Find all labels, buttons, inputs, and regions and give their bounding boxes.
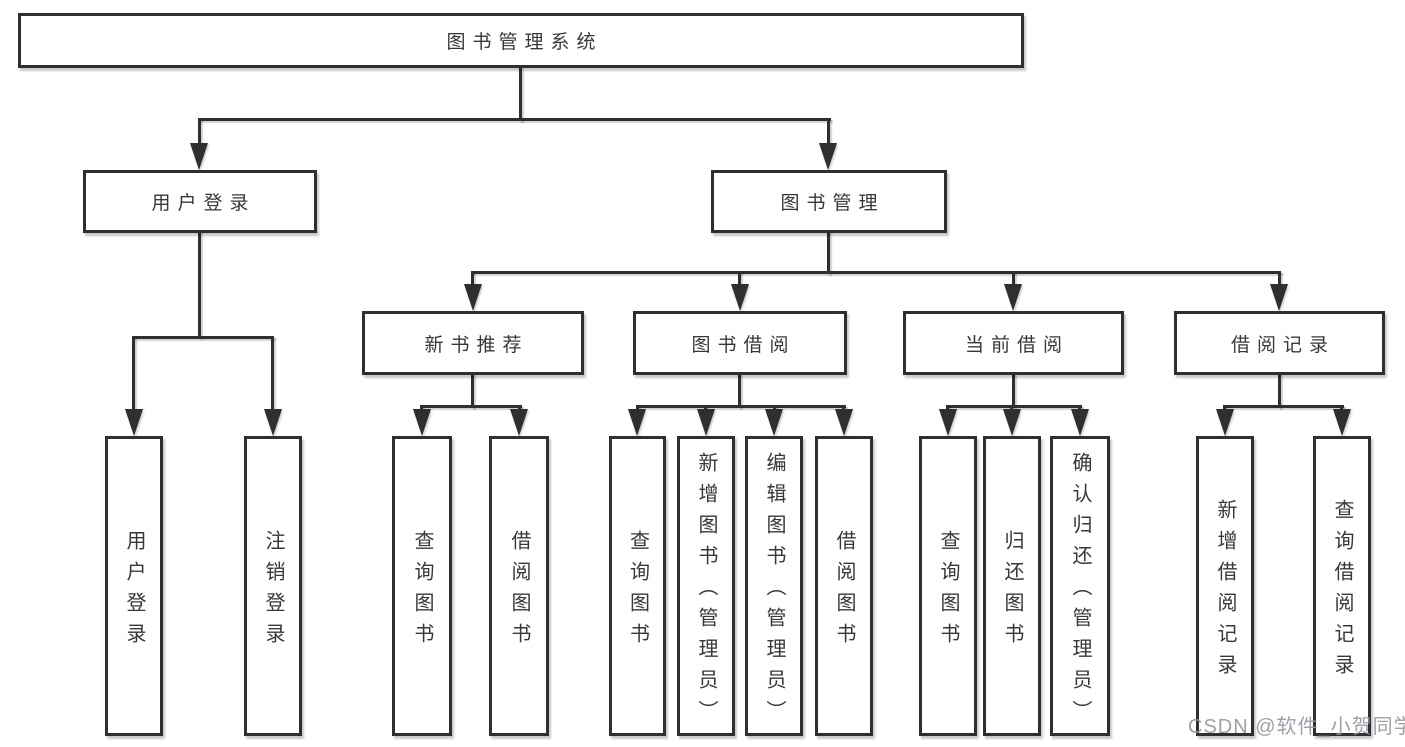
node-current-borrow: 当前借阅	[903, 311, 1124, 375]
node-book-management: 图书管理	[711, 170, 947, 233]
node-user-login-label: 用户登录	[151, 193, 256, 214]
node-leaf-query-borrow-record-label: 查询借阅记录	[1331, 498, 1353, 685]
node-leaf-logout: 注销登录	[244, 436, 302, 736]
connector-arrowhead	[1003, 409, 1021, 436]
connector-arrowhead	[697, 409, 715, 436]
connector-arrowhead	[765, 409, 783, 436]
connector-arrowhead	[1270, 284, 1288, 311]
connector-arrowhead	[510, 409, 528, 436]
connector-arrowhead	[939, 409, 957, 436]
node-leaf-confirm-return-admin: 确认归还（管理员）	[1050, 436, 1110, 736]
connector-arrowhead	[628, 409, 646, 436]
node-new-book-recommend-label: 新书推荐	[424, 334, 529, 356]
node-leaf-edit-book-admin: 编辑图书（管理员）	[745, 436, 803, 736]
node-leaf-add-borrow-record-label: 新增借阅记录	[1214, 498, 1236, 685]
connector-segment	[827, 118, 830, 150]
node-user-login: 用户登录	[83, 170, 317, 233]
node-leaf-return-book: 归还图书	[983, 436, 1041, 736]
connector-segment	[738, 271, 741, 292]
node-leaf-borrow-books-recommend: 借阅图书	[489, 436, 549, 736]
node-new-book-recommend: 新书推荐	[362, 311, 584, 375]
connector-segment	[198, 118, 201, 150]
node-current-borrow-label: 当前借阅	[964, 334, 1069, 356]
csdn-watermark: CSDN @软件_小贺同学	[1188, 716, 1405, 738]
node-book-borrow: 图书借阅	[633, 311, 847, 375]
connector-segment	[1278, 373, 1281, 408]
connector-arrowhead	[819, 143, 837, 170]
connector-segment	[471, 271, 1281, 274]
node-leaf-confirm-return-admin-label: 确认归还（管理员）	[1069, 452, 1091, 731]
node-leaf-query-books-current-label: 查询图书	[937, 529, 959, 654]
connector-segment	[198, 231, 201, 338]
connector-arrowhead	[1004, 284, 1022, 311]
node-root-label: 图书管理系统	[446, 32, 603, 53]
connector-arrowhead	[731, 284, 749, 311]
connector-arrowhead	[1333, 409, 1351, 436]
connector-segment	[636, 405, 846, 408]
connector-segment	[738, 373, 741, 408]
node-leaf-user-login-label: 用户登录	[123, 529, 145, 654]
node-leaf-borrow-books-recommend-label: 借阅图书	[508, 529, 530, 654]
connector-segment	[132, 336, 135, 414]
node-root: 图书管理系统	[18, 13, 1024, 68]
connector-arrowhead	[264, 409, 282, 436]
connector-arrowhead	[413, 409, 431, 436]
connector-segment	[198, 118, 831, 121]
node-leaf-add-borrow-record: 新增借阅记录	[1196, 436, 1254, 736]
connector-segment	[132, 336, 274, 339]
connector-segment	[946, 405, 1082, 408]
node-leaf-query-books-borrow-label: 查询图书	[626, 529, 649, 654]
node-leaf-query-borrow-record: 查询借阅记录	[1313, 436, 1371, 736]
node-leaf-query-books-current: 查询图书	[919, 436, 977, 736]
connector-arrowhead	[464, 284, 482, 311]
node-leaf-return-book-label: 归还图书	[1001, 529, 1023, 654]
node-borrow-records-label: 借阅记录	[1230, 334, 1335, 356]
connector-segment	[271, 336, 274, 414]
connector-segment	[420, 405, 522, 408]
node-leaf-logout-label: 注销登录	[262, 529, 284, 654]
connector-arrowhead	[1216, 409, 1234, 436]
connector-arrowhead	[190, 143, 208, 170]
node-leaf-add-book-admin: 新增图书（管理员）	[677, 436, 735, 736]
node-leaf-borrow-books-label: 借阅图书	[833, 529, 855, 654]
node-book-borrow-label: 图书借阅	[691, 334, 796, 356]
connector-segment	[1012, 271, 1015, 292]
node-book-management-label: 图书管理	[780, 193, 885, 214]
node-leaf-user-login: 用户登录	[105, 436, 163, 736]
node-leaf-borrow-books: 借阅图书	[815, 436, 873, 736]
connector-segment	[827, 231, 830, 274]
node-leaf-add-book-admin-label: 新增图书（管理员）	[695, 452, 717, 731]
connector-segment	[1278, 271, 1281, 292]
connector-arrowhead	[835, 409, 853, 436]
connector-segment	[471, 373, 474, 408]
connector-segment	[471, 271, 474, 292]
connector-segment	[519, 66, 522, 121]
connector-segment	[1012, 373, 1015, 408]
node-borrow-records: 借阅记录	[1174, 311, 1385, 375]
connector-arrowhead	[1071, 409, 1089, 436]
node-leaf-query-books-recommend: 查询图书	[392, 436, 452, 736]
connector-segment	[1223, 405, 1344, 408]
node-leaf-query-books-recommend-label: 查询图书	[411, 529, 433, 654]
node-leaf-edit-book-admin-label: 编辑图书（管理员）	[763, 452, 785, 731]
connector-arrowhead	[125, 409, 143, 436]
node-leaf-query-books-borrow: 查询图书	[609, 436, 666, 736]
